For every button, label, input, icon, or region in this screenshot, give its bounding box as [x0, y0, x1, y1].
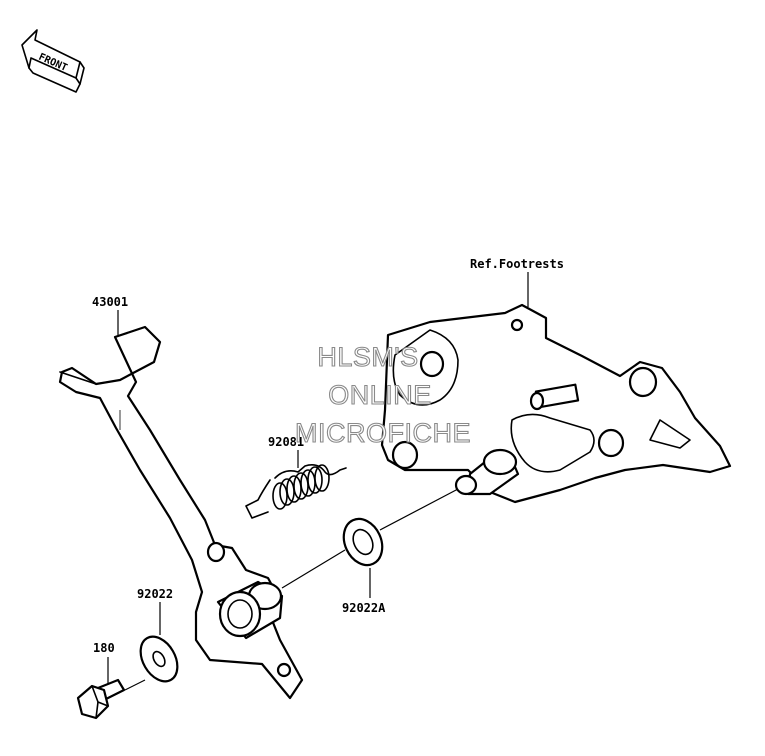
- watermark-line-2: ONLINE: [328, 380, 432, 410]
- part-label-92081: 92081: [268, 435, 304, 449]
- watermark-line-1: HLSM'S: [317, 342, 418, 372]
- part-label-180: 180: [93, 641, 115, 655]
- part-label-43001: 43001: [92, 295, 128, 309]
- part-label-92022a: 92022A: [342, 601, 386, 615]
- watermark: HLSM'S ONLINE MICROFICHE: [294, 341, 471, 448]
- washer-92022: [139, 635, 179, 683]
- front-arrow-icon: FRONT: [21, 29, 85, 93]
- bolt-180: [76, 678, 126, 720]
- washer-92022a: [342, 517, 384, 567]
- footrest-bracket: [380, 303, 732, 504]
- part-label-ref-footrests: Ref.Footrests: [470, 257, 564, 271]
- watermark-line-3: MICROFICHE: [295, 418, 471, 448]
- brake-pedal: [58, 325, 304, 700]
- leader-lines: [107, 272, 529, 691]
- part-label-92022: 92022: [137, 587, 173, 601]
- return-spring: [245, 464, 347, 519]
